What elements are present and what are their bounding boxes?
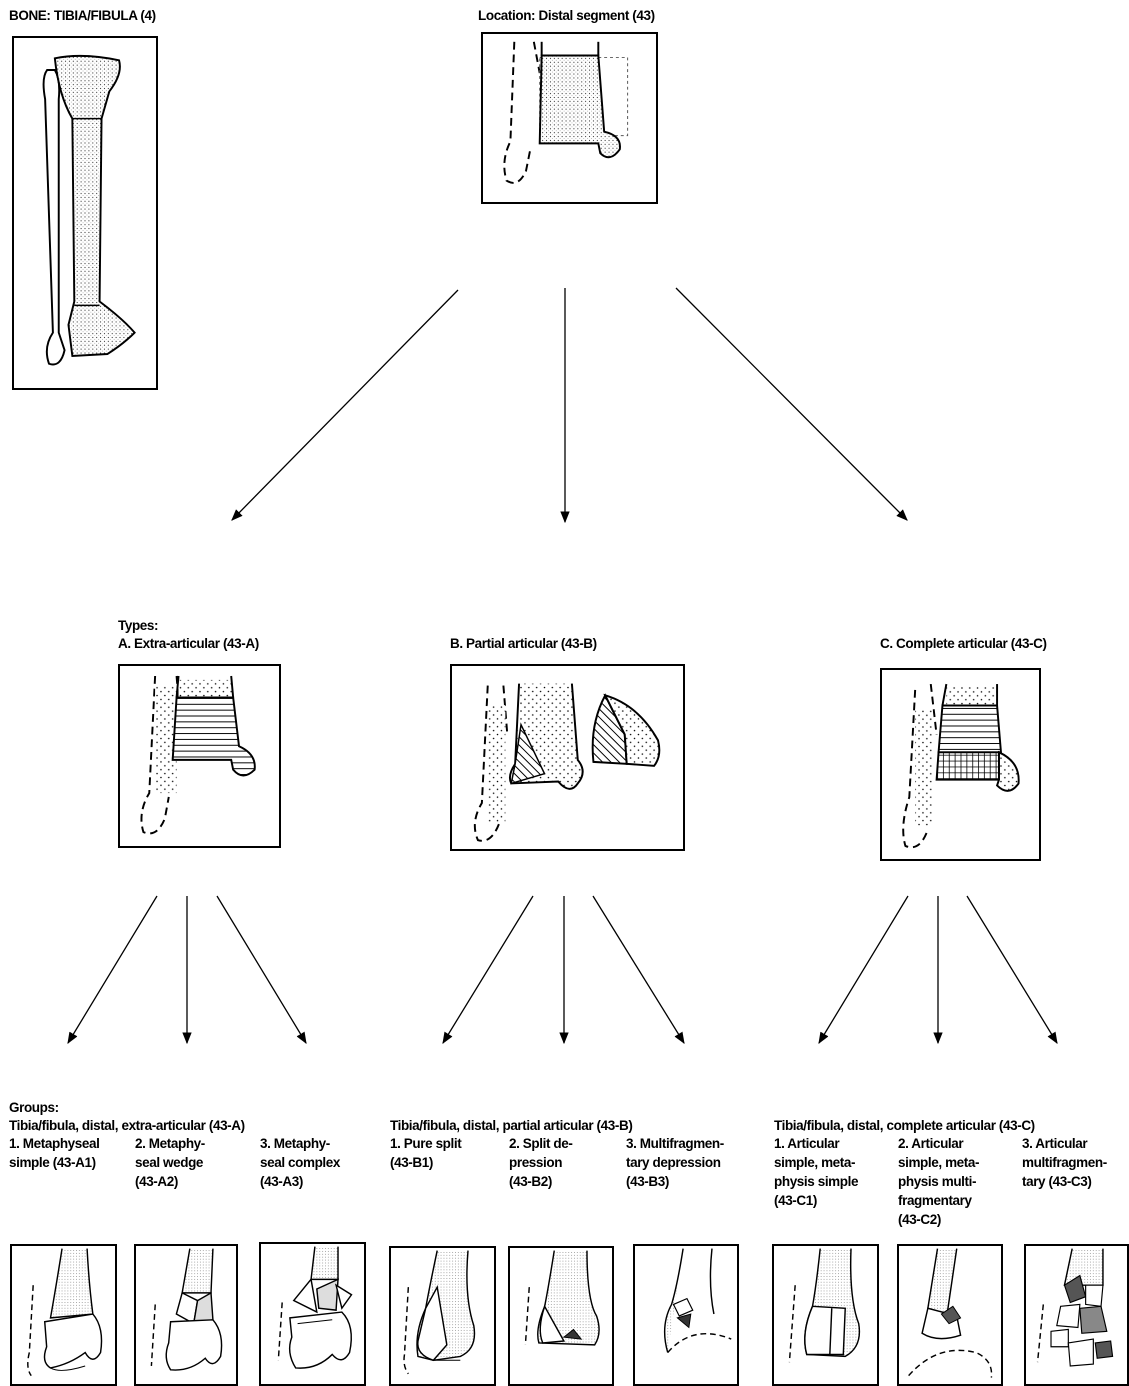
group-c3-line: tary (43-C3)	[1022, 1174, 1092, 1189]
group-c1-line: simple, meta-	[774, 1155, 856, 1170]
location-label: Location: Distal segment (43)	[478, 8, 655, 23]
group-c2-line: physis multi-	[898, 1174, 977, 1189]
type-a-illustration	[118, 664, 281, 848]
groups-a-title: Tibia/fibula, distal, extra-articular (4…	[9, 1118, 245, 1133]
group-a1-line: simple (43-A1)	[9, 1155, 96, 1170]
group-c2-line: (43-C2)	[898, 1212, 941, 1227]
group-b1-label: 1. Pure split (43-B1)	[390, 1134, 462, 1172]
type-c-illustration	[880, 668, 1041, 861]
groups-b-title: Tibia/fibula, distal, partial articular …	[390, 1118, 633, 1133]
type-b-label: B. Partial articular (43-B)	[450, 636, 597, 651]
group-c2-line: 2. Articular	[898, 1136, 964, 1151]
bone-illustration	[12, 36, 158, 390]
group-a2-line: 2. Metaphy-	[135, 1136, 205, 1151]
type-a-label: A. Extra-articular (43-A)	[118, 636, 259, 651]
group-a3-line: (43-A3)	[260, 1174, 303, 1189]
group-b3-line: 3. Multifragmen-	[626, 1136, 724, 1151]
group-a2-line: (43-A2)	[135, 1174, 178, 1189]
types-heading: Types:	[118, 618, 159, 633]
group-a2-label: 2. Metaphy- seal wedge (43-A2)	[135, 1134, 205, 1191]
group-a3-illustration	[259, 1242, 366, 1386]
arrow-to-type-c	[675, 287, 908, 521]
group-b3-line: tary depression	[626, 1155, 721, 1170]
bone-label: BONE: TIBIA/FIBULA (4)	[9, 8, 156, 23]
group-c1-illustration	[772, 1244, 879, 1386]
groups-c-title: Tibia/fibula, distal, complete articular…	[774, 1118, 1035, 1133]
group-c3-line: multifragmen-	[1022, 1155, 1107, 1170]
type-b-illustration	[450, 664, 685, 851]
group-c2-line: simple, meta-	[898, 1155, 980, 1170]
group-b1-line: (43-B1)	[390, 1155, 433, 1170]
groups-heading: Groups:	[9, 1100, 59, 1115]
group-c1-label: 1. Articular simple, meta- physis simple…	[774, 1134, 858, 1210]
group-b2-line: pression	[509, 1155, 563, 1170]
group-b3-illustration	[633, 1244, 739, 1386]
group-c2-label: 2. Articular simple, meta- physis multi-…	[898, 1134, 979, 1229]
group-c1-line: (43-C1)	[774, 1193, 817, 1208]
group-b2-line: 2. Split de-	[509, 1136, 573, 1151]
group-c3-line: 3. Articular	[1022, 1136, 1088, 1151]
arrow-to-group-b1	[442, 895, 534, 1044]
type-c-label: C. Complete articular (43-C)	[880, 636, 1047, 651]
location-illustration	[481, 32, 658, 204]
group-a1-line: 1. Metaphyseal	[9, 1136, 100, 1151]
group-a3-line: seal complex	[260, 1155, 340, 1170]
group-a3-label: 3. Metaphy- seal complex (43-A3)	[260, 1134, 340, 1191]
group-b2-illustration	[508, 1246, 614, 1386]
group-c2-line: fragmentary	[898, 1193, 972, 1208]
group-a2-illustration	[134, 1244, 238, 1386]
group-c1-line: physis simple	[774, 1174, 859, 1189]
group-b3-label: 3. Multifragmen- tary depression (43-B3)	[626, 1134, 724, 1191]
group-a3-line: 3. Metaphy-	[260, 1136, 330, 1151]
group-c2-illustration	[897, 1244, 1003, 1386]
group-c3-illustration	[1024, 1244, 1129, 1386]
arrow-to-type-a	[231, 289, 459, 521]
arrow-to-group-a1	[67, 895, 158, 1045]
group-c1-line: 1. Articular	[774, 1136, 840, 1151]
arrow-to-group-b3	[592, 895, 685, 1044]
group-b2-line: (43-B2)	[509, 1174, 552, 1189]
arrow-to-group-a3	[216, 895, 307, 1045]
group-b1-line: 1. Pure split	[390, 1136, 462, 1151]
group-b2-label: 2. Split de- pression (43-B2)	[509, 1134, 573, 1191]
group-a1-illustration	[10, 1244, 117, 1386]
group-b1-illustration	[389, 1246, 496, 1386]
group-b3-line: (43-B3)	[626, 1174, 669, 1189]
group-a2-line: seal wedge	[135, 1155, 204, 1170]
arrow-to-group-c3	[966, 895, 1058, 1044]
group-c3-label: 3. Articular multifragmen- tary (43-C3)	[1022, 1134, 1107, 1191]
arrow-to-group-c1	[818, 895, 909, 1045]
group-a1-label: 1. Metaphyseal simple (43-A1)	[9, 1134, 100, 1172]
